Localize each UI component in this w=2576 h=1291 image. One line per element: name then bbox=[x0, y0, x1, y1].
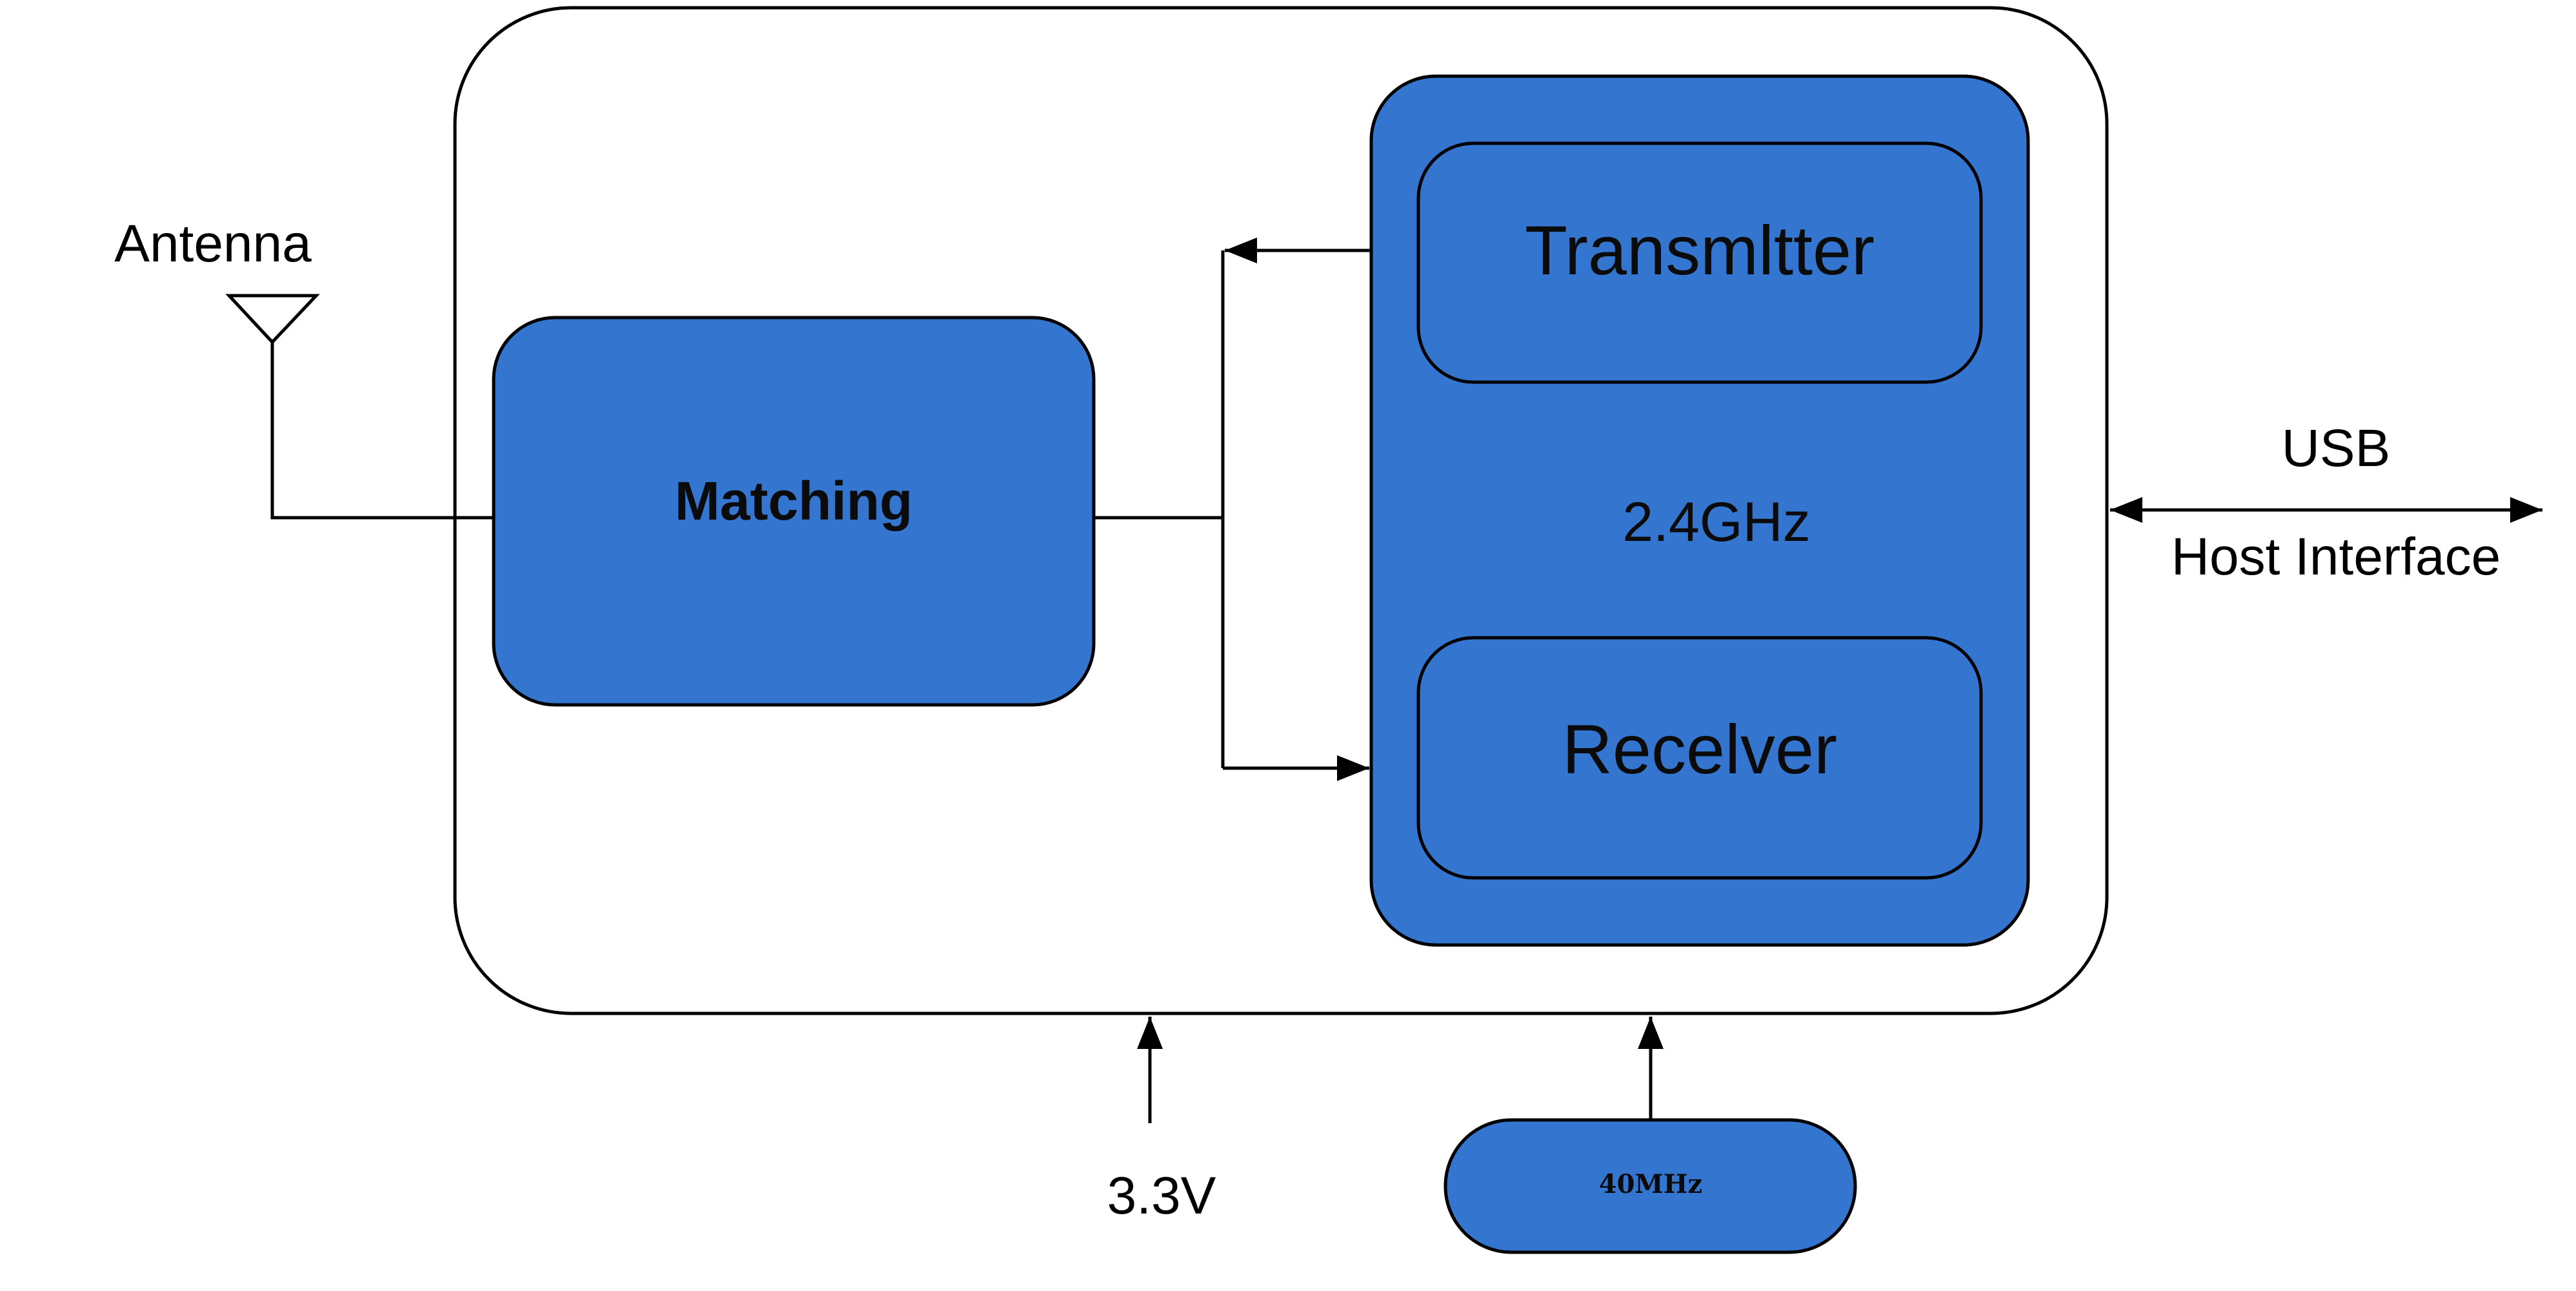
receiver-label: Recelver bbox=[1562, 710, 1837, 788]
antenna-feed-line bbox=[270, 342, 494, 520]
transmitter-label: Transmltter bbox=[1525, 211, 1875, 289]
host-interface-label: Host Interface bbox=[2171, 527, 2501, 586]
matching-block bbox=[492, 316, 1096, 707]
crystal-label: 40MHz bbox=[1599, 1169, 1702, 1199]
antenna-label: Antenna bbox=[114, 214, 312, 273]
usb-label: USB bbox=[2282, 419, 2391, 478]
antenna-icon bbox=[225, 294, 320, 345]
transmitter-block bbox=[1416, 141, 1983, 384]
frequency-band-label: 2.4GHz bbox=[1622, 491, 1811, 553]
crystal-block bbox=[1444, 1118, 1857, 1254]
receiver-block bbox=[1416, 636, 1983, 880]
supply-voltage-label: 3.3V bbox=[1107, 1166, 1216, 1225]
matching-label: Matching bbox=[675, 471, 913, 531]
